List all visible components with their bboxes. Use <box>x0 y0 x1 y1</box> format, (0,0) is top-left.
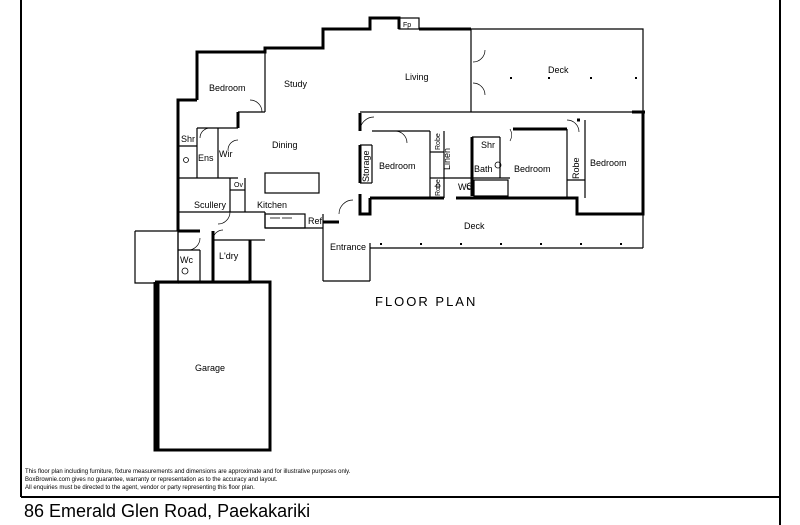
interior-walls <box>134 17 644 284</box>
label-robe-2: Robe <box>435 179 442 196</box>
label-bath: Bath <box>474 164 493 174</box>
label-robe-1: Robe <box>435 133 442 150</box>
label-garage: Garage <box>195 363 225 373</box>
label-deck-bottom: Deck <box>464 221 485 231</box>
exterior-walls <box>153 16 645 452</box>
label-wc-1: Wc <box>458 182 471 192</box>
label-kitchen: Kitchen <box>257 200 287 210</box>
label-storage: Storage <box>361 150 371 182</box>
property-address: 86 Emerald Glen Road, Paekakariki <box>24 501 311 521</box>
disclaimer-line-3: All enquiries must be directed to the ag… <box>25 485 255 491</box>
page-border <box>20 0 781 525</box>
fixtures <box>181 157 502 275</box>
label-bedroom-2: Bedroom <box>379 161 416 171</box>
label-dining: Dining <box>272 140 298 150</box>
door-swings <box>187 49 580 251</box>
label-bedroom-master: Bedroom <box>209 83 246 93</box>
label-ensuite: Ens <box>198 153 214 163</box>
label-shower-bathroom: Shr <box>481 140 495 150</box>
room-labels: Bedroom Study Living Deck Shr Ens Wir Di… <box>180 22 627 373</box>
label-oven: Ov <box>234 182 243 189</box>
label-wc-2: Wc <box>180 255 193 265</box>
label-walk-in-robe: Wir <box>219 149 233 159</box>
floor-plan-heading: FLOOR PLAN <box>375 294 477 309</box>
label-linen: Linen <box>442 148 452 170</box>
label-study: Study <box>284 79 308 89</box>
label-entrance: Entrance <box>330 242 366 252</box>
label-bedroom-4: Bedroom <box>590 158 627 168</box>
label-living: Living <box>405 72 429 82</box>
label-robe-3: Robe <box>571 157 581 179</box>
deck-posts <box>380 77 637 245</box>
disclaimer-line-2: BoxBrownie.com gives no guarantee, warra… <box>25 477 278 483</box>
label-laundry: L'dry <box>219 251 239 261</box>
label-deck-top: Deck <box>548 65 569 75</box>
label-fireplace: Fp <box>403 22 411 29</box>
label-shower-ensuite: Shr <box>181 134 195 144</box>
label-fridge: Ref <box>308 216 323 226</box>
disclaimer-line-1: This floor plan including furniture, fix… <box>25 469 351 475</box>
label-bedroom-3: Bedroom <box>514 164 551 174</box>
disclaimer: This floor plan including furniture, fix… <box>25 468 350 492</box>
label-scullery: Scullery <box>194 200 227 210</box>
